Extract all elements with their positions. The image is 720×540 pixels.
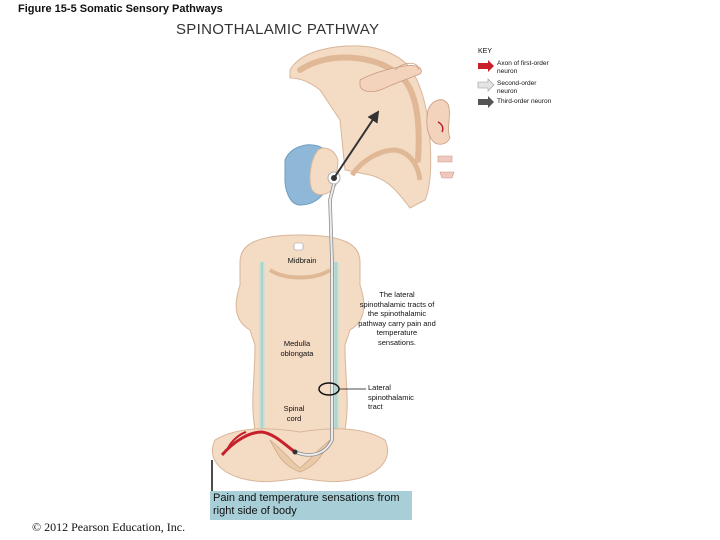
key-title: KEY [478, 48, 493, 55]
pathway-title: SPINOTHALAMIC PATHWAY [176, 21, 380, 38]
homunculus-sensory-map [359, 62, 455, 179]
key-label-second-order: Second-order neuron [497, 80, 537, 95]
key-arrow-first-order [478, 60, 494, 72]
label-medulla-oblongata: Medulla oblongata [280, 339, 314, 358]
label-spinal-cord: Spinal cord [283, 404, 305, 423]
copyright: © 2012 Pearson Education, Inc. [32, 520, 186, 534]
key-arrow-third-order [478, 96, 494, 108]
label-lateral-spinothalamic-tract: Lateral spinothalamic tract [368, 383, 414, 411]
key-arrow-second-order [477, 78, 495, 92]
caption-box: Pain and temperature sensations from rig… [210, 491, 412, 520]
key-swatches [477, 60, 495, 108]
label-midbrain: Midbrain [287, 256, 317, 265]
label-lateral-tract-note: The lateral spinothalamic tracts of the … [358, 290, 436, 347]
key-label-first-order: Axon of first-order neuron [497, 60, 549, 75]
key-label-third-order: Third-order neuron [497, 98, 552, 105]
figure-title: Figure 15-5 Somatic Sensory Pathways [18, 3, 223, 15]
first-order-neuron-path [220, 430, 296, 456]
third-order-neuron-path [333, 110, 380, 179]
